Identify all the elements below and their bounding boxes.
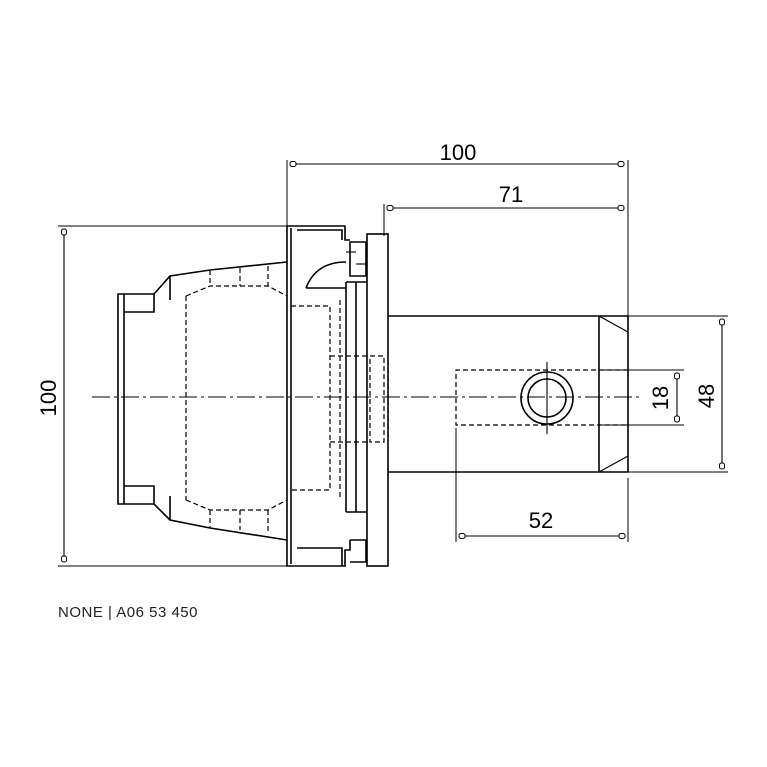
dimension-overall-length: 100 xyxy=(286,140,629,318)
dim-label-bore-depth: 52 xyxy=(529,508,553,533)
dim-label-overall-length: 100 xyxy=(440,140,477,165)
dim-label-body-diameter: 48 xyxy=(694,384,719,408)
holder-body xyxy=(286,225,370,567)
clamping-screw xyxy=(520,362,574,434)
dimension-flange-diameter: 100 xyxy=(36,225,287,567)
hsk-taper xyxy=(117,261,288,541)
dim-label-flange-diameter: 100 xyxy=(36,380,61,417)
dimension-shank-length: 71 xyxy=(383,182,625,236)
dimension-bore-depth: 52 xyxy=(455,428,629,542)
dimension-body-diameter: 48 xyxy=(628,315,728,473)
flange-collar xyxy=(345,233,389,567)
dim-label-shank-length: 71 xyxy=(499,182,523,207)
drawing-note: NONE | A06 53 450 xyxy=(58,604,198,621)
shank-body xyxy=(388,315,629,473)
dimension-bore-diameter: 18 xyxy=(600,369,684,426)
dim-label-bore-diameter: 18 xyxy=(648,386,673,410)
